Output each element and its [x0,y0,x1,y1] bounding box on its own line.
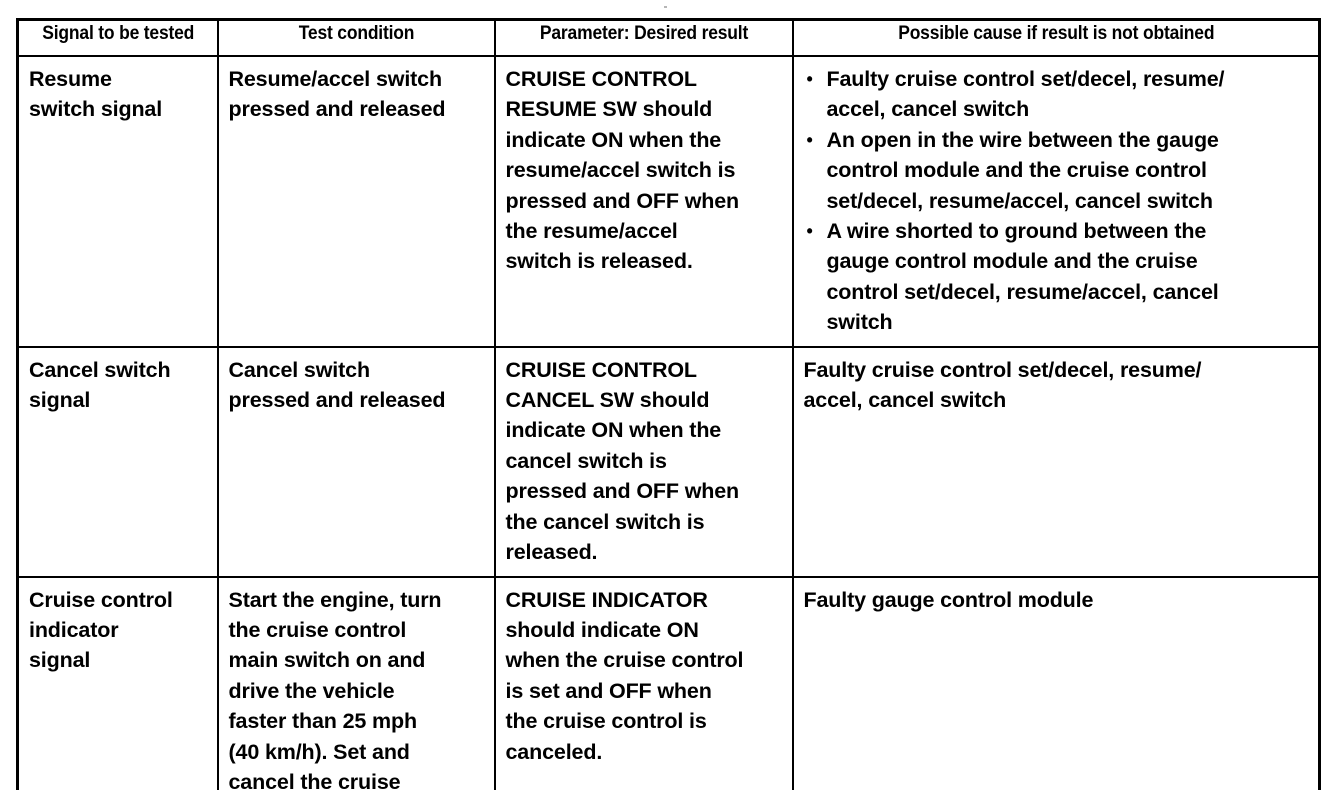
cell-signal: Cruise control indicator signal [16,575,219,790]
table-header: Signal to be tested Test condition Param… [18,18,1320,57]
list-item: • A wire shorted to ground between the ga… [804,216,1311,338]
diagnostic-table: Signal to be tested Test condition Param… [16,18,1321,790]
signal-text: Cancel switch signal [29,357,171,413]
list-item-text: An open in the wire between the gauge co… [826,127,1219,213]
cell-test-condition: Resume/accel switch pressed and released [216,55,496,348]
parameter-text: CRUISE CONTROL CANCEL SW should indicate… [505,357,740,565]
column-header-signal: Signal to be tested [24,18,211,57]
column-header-signal-label: Signal to be tested [41,23,194,44]
bullet-icon: • [806,221,813,242]
list-item: • Faulty cruise control set/decel, resume… [804,64,1311,125]
parameter-text: CRUISE INDICATOR should indicate ON when… [505,587,744,764]
cell-possible-cause: • Faulty cruise control set/decel, resume… [791,55,1321,348]
possible-cause-text: Faulty cruise control set/decel, resume/… [803,357,1202,413]
signal-text: Resume switch signal [29,67,163,122]
cell-parameter: CRUISE CONTROL RESUME SW should indicate… [493,55,794,348]
table-row: Cruise control indicator signal Start th… [16,575,1321,790]
list-item-text: A wire shorted to ground between the gau… [826,219,1219,335]
cell-possible-cause: Faulty gauge control module [791,575,1321,790]
column-header-test-condition: Test condition [227,18,485,57]
test-condition-text: Start the engine, turn the cruise contro… [228,587,442,790]
column-header-parameter-label: Parameter: Desired result [539,23,748,44]
column-header-possible-cause-label: Possible cause if result is not obtained [897,23,1214,44]
column-header-possible-cause: Possible cause if result is not obtained [812,18,1300,57]
scan-artifact [664,6,667,8]
test-condition-text: Cancel switch pressed and released [228,357,446,413]
list-item-text: Faulty cruise control set/decel, resume/… [826,67,1225,122]
cell-parameter: CRUISE INDICATOR should indicate ON when… [493,575,794,790]
table-body: Resume switch signal Resume/accel switch… [16,55,1321,790]
test-condition-text: Resume/accel switch pressed and released [228,67,446,122]
cell-possible-cause: Faulty cruise control set/decel, resume/… [791,345,1321,578]
table-row: Resume switch signal Resume/accel switch… [16,55,1321,348]
column-header-parameter: Parameter: Desired result [505,18,782,57]
table-row: Cancel switch signal Cancel switch press… [16,345,1321,578]
bullet-icon: • [806,129,813,150]
cell-signal: Resume switch signal [16,55,219,348]
parameter-text: CRUISE CONTROL RESUME SW should indicate… [505,67,740,274]
cell-test-condition: Cancel switch pressed and released [216,345,496,578]
cell-signal: Cancel switch signal [16,345,219,578]
cell-test-condition: Start the engine, turn the cruise contro… [216,575,496,790]
cell-parameter: CRUISE CONTROL CANCEL SW should indicate… [493,345,794,578]
signal-text: Cruise control indicator signal [29,587,173,673]
possible-cause-list: • Faulty cruise control set/decel, resume… [804,64,1311,338]
list-item: • An open in the wire between the gauge c… [804,125,1311,216]
possible-cause-text: Faulty gauge control module [803,587,1094,612]
bullet-icon: • [806,69,813,89]
table-header-row: Signal to be tested Test condition Param… [18,18,1320,57]
column-header-test-condition-label: Test condition [298,23,414,44]
